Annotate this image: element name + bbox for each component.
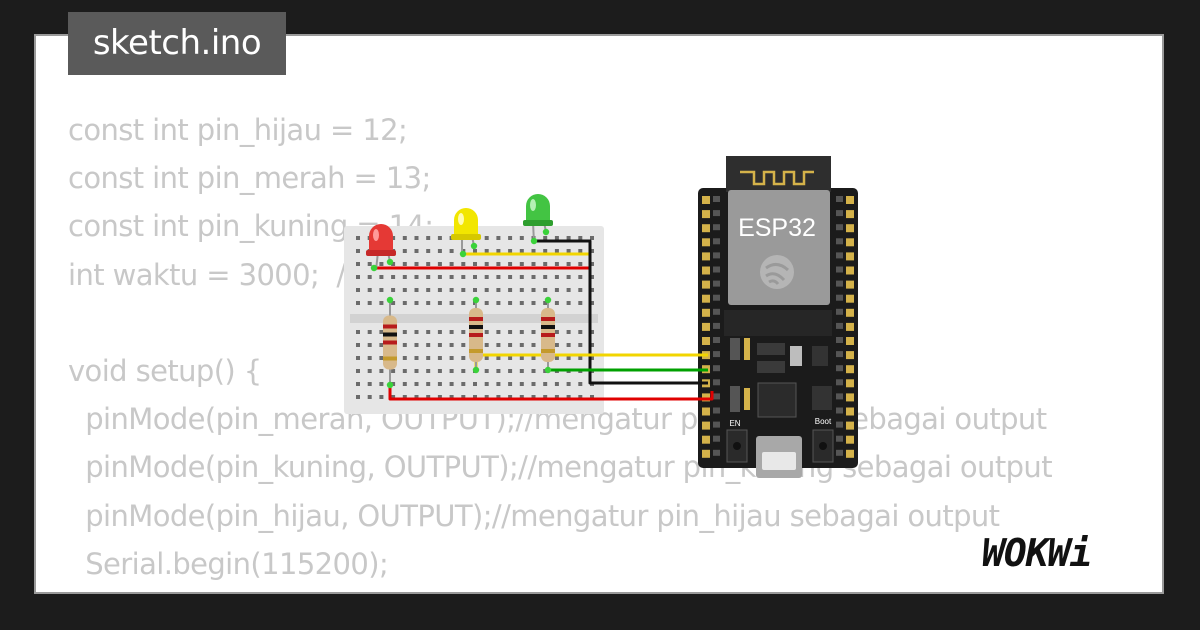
wokwi-logo: WOKWi [982,531,1092,575]
code-line: int waktu = 3000; // [68,257,364,292]
espressif-logo-icon [760,255,794,289]
code-listing: const int pin_hijau = 12; const int pin_m… [68,106,1053,592]
code-line: const int pin_hijau = 12; [68,113,408,147]
code-line: void setup() { [68,353,262,388]
esp32-label: ESP32 [738,214,816,242]
esp32-board: ESP32 EN Boot [698,156,858,478]
code-line: pinMode(pin_hijau, OUTPUT);//mengatur pi… [68,498,1000,533]
boot-label: Boot [815,417,832,426]
led-yellow [451,208,481,256]
preview-card: const int pin_hijau = 12; const int pin_m… [34,34,1164,594]
en-label: EN [729,419,740,428]
code-line: Serial.begin(115200); [68,546,389,581]
led-red [366,224,396,271]
code-line: const int pin_merah = 13; [68,161,431,196]
wokwi-logo-text: WOKWi [982,531,1091,575]
file-tab[interactable]: sketch.ino [68,12,286,75]
